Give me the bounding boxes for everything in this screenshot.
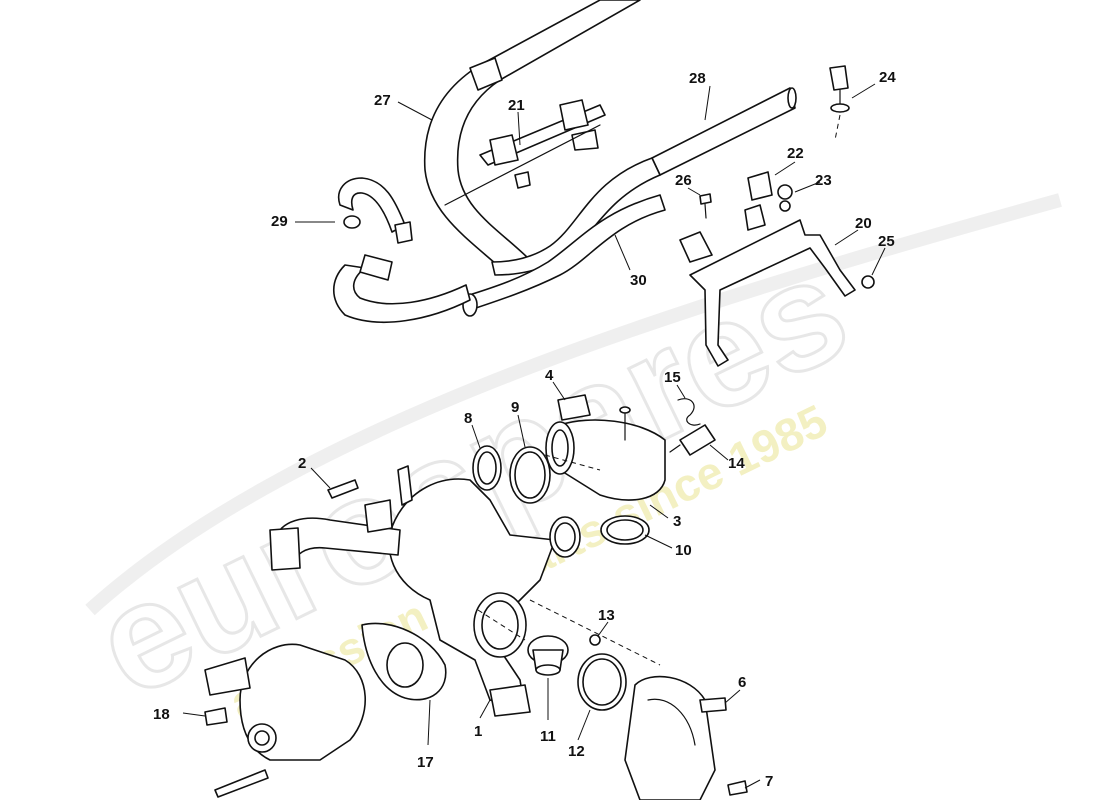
callout-3: 3: [673, 513, 681, 530]
callout-18: 18: [153, 706, 170, 723]
thermostat-housing-1: [388, 478, 556, 717]
nut-25: [861, 275, 875, 289]
callout-4: 4: [545, 367, 554, 384]
callout-29: 29: [271, 213, 288, 230]
callout-2: 2: [298, 455, 306, 472]
callout-labels: 27 21 28 24 22 26 23 29 20 25 30 4 15 8 …: [153, 69, 896, 790]
housing-cover: [624, 675, 716, 800]
callout-27: 27: [374, 92, 391, 109]
spigot: [364, 465, 413, 533]
callout-24: 24: [879, 69, 896, 86]
callout-26: 26: [675, 172, 692, 189]
callout-30: 30: [630, 272, 647, 289]
long-bolt: [214, 769, 269, 798]
bracket-20: [679, 204, 856, 367]
seal-10: [600, 515, 650, 545]
hose-29: [332, 254, 471, 324]
callout-14: 14: [728, 455, 745, 472]
assembly-lines: [477, 454, 661, 666]
callout-9: 9: [511, 399, 519, 416]
screw-3: [619, 406, 631, 441]
clip-22: [747, 171, 773, 201]
callout-20: 20: [855, 215, 872, 232]
callout-1: 1: [474, 723, 482, 740]
bolt-24: [829, 65, 850, 141]
callout-22: 22: [787, 145, 804, 162]
leader-lines: [182, 83, 886, 789]
clip-15: [677, 398, 701, 426]
thermostat-11: [527, 635, 569, 676]
bolt-18: [204, 707, 228, 726]
callout-25: 25: [878, 233, 895, 250]
o-ring-12: [577, 653, 627, 711]
bolt-26: [699, 193, 712, 219]
callout-13: 13: [598, 607, 615, 624]
bolt-2: [327, 479, 359, 499]
hose-29-upper: [338, 177, 413, 244]
o-ring-8: [472, 445, 502, 491]
callout-8: 8: [464, 410, 472, 427]
clip-4: [557, 394, 591, 421]
callout-12: 12: [568, 743, 585, 760]
callout-10: 10: [675, 542, 692, 559]
callout-6: 6: [738, 674, 746, 691]
callout-21: 21: [508, 97, 525, 114]
callout-15: 15: [664, 369, 681, 386]
callout-17: 17: [417, 754, 434, 771]
coolant-pipe-30: [462, 194, 666, 317]
o-ring-9: [509, 446, 551, 504]
bolt-7: [727, 780, 748, 796]
bolt-6: [699, 697, 727, 713]
callout-7: 7: [765, 773, 773, 790]
callout-28: 28: [689, 70, 706, 87]
watermark-swoosh: [85, 193, 1062, 616]
seal-10b: [549, 516, 581, 558]
clip-23: [777, 184, 793, 212]
bracket-21: [444, 99, 606, 206]
water-pump: [204, 643, 367, 761]
callout-11: 11: [540, 728, 556, 745]
gasket-17: [361, 622, 447, 701]
callout-23: 23: [815, 172, 832, 189]
bleed-screw-13: [589, 634, 601, 646]
temp-sensor-14: [669, 424, 716, 456]
